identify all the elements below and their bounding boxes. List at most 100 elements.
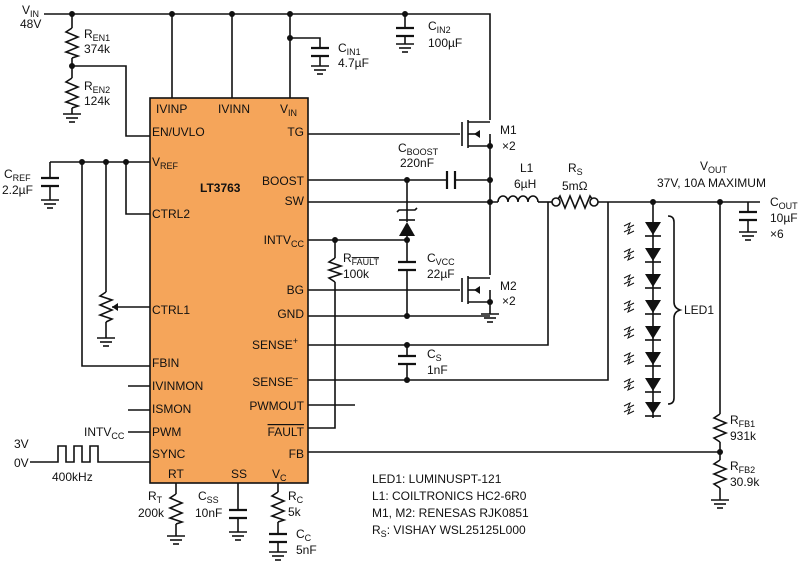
cs-value: 1nF xyxy=(427,363,448,377)
rfb2-value: 30.9k xyxy=(730,475,760,489)
m1-label: M1 xyxy=(500,123,517,137)
pin-fb: FB xyxy=(289,447,304,461)
cvcc-label: CVCC xyxy=(427,251,455,267)
cout-value: 10µF xyxy=(770,211,798,225)
ren1-value: 374k xyxy=(84,42,111,56)
cout-label: COUT xyxy=(770,195,798,211)
pin-sync: SYNC xyxy=(152,447,186,461)
pin-pwm: PWM xyxy=(152,425,181,439)
vout-value: 37V, 10A MAXIMUM xyxy=(657,176,766,190)
l1-label: L1 xyxy=(520,161,534,175)
led xyxy=(645,274,661,289)
pin-fault: FAULT xyxy=(268,425,305,439)
rc-value: 5k xyxy=(288,505,302,519)
pin-sw: SW xyxy=(285,194,305,208)
cvcc-value: 22µF xyxy=(427,267,455,281)
pin-ivinmon: IVINMON xyxy=(152,379,203,393)
pin-sense-n: SENSE– xyxy=(252,373,298,389)
pin-tg: TG xyxy=(287,125,304,139)
note-line: M1, M2: RENESAS RJK0851 xyxy=(372,506,529,520)
pin-ismon: ISMON xyxy=(152,402,191,416)
rc-resistor xyxy=(269,491,287,523)
cin2-value: 100µF xyxy=(428,36,462,50)
m2-mult: ×2 xyxy=(502,294,516,308)
vout-label: VOUT xyxy=(700,159,728,175)
led-string xyxy=(623,215,683,417)
note-line: RS: VISHAY WSL25125L000 xyxy=(372,523,526,539)
component-labels: VIN 48V REN1 374k REN2 124k CIN1 4.7µF C… xyxy=(2,3,798,557)
rfault-label: RFAULT xyxy=(343,251,380,267)
pin-gnd: GND xyxy=(277,307,304,321)
wires xyxy=(30,13,760,552)
ren2-resistor xyxy=(63,77,81,109)
cin1-label: CIN1 xyxy=(338,41,361,57)
l1-value: 6µH xyxy=(514,177,536,191)
ctrl1-pot xyxy=(97,291,115,323)
pin-boost: BOOST xyxy=(262,174,305,188)
cout-mult: ×6 xyxy=(770,227,784,241)
pin-bg: BG xyxy=(287,283,304,297)
css-value: 10nF xyxy=(195,506,222,520)
led xyxy=(645,222,661,237)
pin-en-uvlo: EN/UVLO xyxy=(152,125,205,139)
cref-label: CREF xyxy=(4,167,31,183)
bill-of-materials-notes: LED1: LUMINUSPT-121 L1: COILTRONICS HC2-… xyxy=(372,472,529,539)
led xyxy=(645,248,661,263)
junction-dots xyxy=(69,11,723,455)
pin-vref: VREF xyxy=(152,155,179,171)
sync-3v-label: 3V xyxy=(14,437,29,451)
rc-label: RC xyxy=(288,489,304,505)
led xyxy=(645,378,661,393)
ic-pin-labels: IVINP IVINN VIN EN/UVLO TG VREF BOOST SW… xyxy=(152,102,305,483)
rfault-value: 100k xyxy=(343,267,370,281)
pot-wiper-icon xyxy=(112,303,118,311)
rt-label: RT xyxy=(148,489,163,505)
ren2-value: 124k xyxy=(84,94,111,108)
cs-label: CS xyxy=(427,347,442,363)
pin-rt: RT xyxy=(168,467,184,481)
ic-name: LT3763 xyxy=(200,181,241,195)
intvcc-source-label: INTVCC xyxy=(84,425,125,441)
vin-value: 48V xyxy=(20,17,41,31)
vin-label: VIN xyxy=(22,3,39,19)
boost-diode xyxy=(396,206,418,236)
rt-resistor xyxy=(167,493,185,525)
rfb1-value: 931k xyxy=(730,429,757,443)
rfault-resistor xyxy=(326,257,344,283)
rfb1-resistor xyxy=(711,413,729,443)
led xyxy=(645,300,661,315)
led1-label: LED1 xyxy=(684,303,714,317)
pin-pwmout: PWMOUT xyxy=(249,399,304,413)
rfb2-resistor xyxy=(711,459,729,489)
pin-intvcc: INTVCC xyxy=(264,233,305,249)
rs-resistor xyxy=(555,193,595,211)
pin-ctrl1: CTRL1 xyxy=(152,303,190,317)
sync-freq-label: 400kHz xyxy=(52,470,93,484)
l1-inductor xyxy=(497,195,539,203)
led xyxy=(645,402,661,417)
cref-value: 2.2µF xyxy=(2,183,33,197)
note-line: L1: COILTRONICS HC2-6R0 xyxy=(372,489,527,503)
pin-ivinn: IVINN xyxy=(218,102,250,116)
cin2-label: CIN2 xyxy=(428,19,451,35)
rfb1-label: RFB1 xyxy=(730,413,755,429)
ground-symbols xyxy=(41,43,757,561)
css-label: CSS xyxy=(198,489,219,505)
ic-body xyxy=(149,97,309,484)
led xyxy=(645,352,661,367)
pin-sense-p: SENSE+ xyxy=(252,336,298,352)
ren2-label: REN2 xyxy=(84,79,110,95)
rs-label: RS xyxy=(568,161,583,177)
rs-value: 5mΩ xyxy=(562,179,588,193)
cc-value: 5nF xyxy=(296,543,317,557)
pin-vin: VIN xyxy=(280,102,297,118)
cin1-value: 4.7µF xyxy=(338,56,369,70)
pin-ivinp: IVINP xyxy=(156,102,187,116)
rt-value: 200k xyxy=(138,506,165,520)
pin-ctrl2: CTRL2 xyxy=(152,207,190,221)
note-line: LED1: LUMINUSPT-121 xyxy=(372,472,502,486)
cboost-value: 220nF xyxy=(400,156,434,170)
resistors xyxy=(63,27,729,525)
